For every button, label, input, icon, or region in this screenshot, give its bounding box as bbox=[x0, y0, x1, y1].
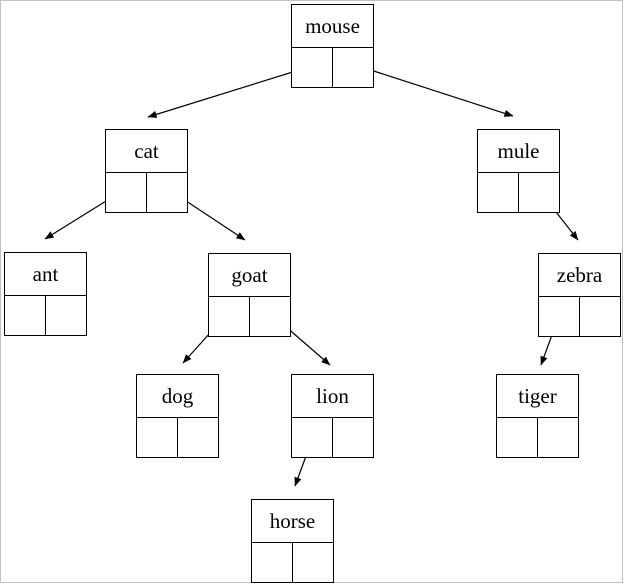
right-pointer-cell bbox=[147, 173, 188, 213]
node-cat: cat bbox=[105, 129, 188, 213]
node-label: lion bbox=[291, 374, 374, 418]
node-dog: dog bbox=[136, 374, 219, 458]
left-pointer-cell bbox=[105, 173, 147, 213]
pointer-cells bbox=[496, 418, 579, 458]
pointer-cells bbox=[251, 543, 334, 583]
node-label: tiger bbox=[496, 374, 579, 418]
node-label: cat bbox=[105, 129, 188, 173]
pointer-cells bbox=[4, 296, 87, 336]
right-pointer-cell bbox=[333, 418, 374, 458]
left-pointer-cell bbox=[477, 173, 519, 213]
node-mouse: mouse bbox=[291, 4, 374, 88]
node-label: mule bbox=[477, 129, 560, 173]
pointer-cells bbox=[477, 173, 560, 213]
pointer-cells bbox=[136, 418, 219, 458]
edge-mouse-right-to-mule bbox=[351, 63, 514, 117]
node-ant: ant bbox=[4, 252, 87, 336]
node-label: dog bbox=[136, 374, 219, 418]
right-pointer-cell bbox=[538, 418, 579, 458]
left-pointer-cell bbox=[291, 48, 333, 88]
right-pointer-cell bbox=[580, 297, 621, 337]
left-pointer-cell bbox=[496, 418, 538, 458]
right-pointer-cell bbox=[293, 543, 334, 583]
node-label: ant bbox=[4, 252, 87, 296]
pointer-cells bbox=[291, 48, 374, 88]
node-goat: goat bbox=[208, 253, 291, 337]
left-pointer-cell bbox=[4, 296, 46, 336]
left-pointer-cell bbox=[251, 543, 293, 583]
node-tiger: tiger bbox=[496, 374, 579, 458]
edge-mouse-left-to-cat bbox=[147, 65, 313, 118]
right-pointer-cell bbox=[333, 48, 374, 88]
pointer-cells bbox=[538, 297, 621, 337]
node-mule: mule bbox=[477, 129, 560, 213]
node-lion: lion bbox=[291, 374, 374, 458]
node-zebra: zebra bbox=[538, 253, 621, 337]
left-pointer-cell bbox=[208, 297, 250, 337]
pointer-cells bbox=[208, 297, 291, 337]
right-pointer-cell bbox=[519, 173, 560, 213]
right-pointer-cell bbox=[178, 418, 219, 458]
right-pointer-cell bbox=[250, 297, 291, 337]
pointer-cells bbox=[105, 173, 188, 213]
node-horse: horse bbox=[251, 499, 334, 583]
node-label: mouse bbox=[291, 4, 374, 48]
left-pointer-cell bbox=[136, 418, 178, 458]
node-label: horse bbox=[251, 499, 334, 543]
node-label: goat bbox=[208, 253, 291, 297]
left-pointer-cell bbox=[291, 418, 333, 458]
node-label: zebra bbox=[538, 253, 621, 297]
left-pointer-cell bbox=[538, 297, 580, 337]
right-pointer-cell bbox=[46, 296, 87, 336]
pointer-cells bbox=[291, 418, 374, 458]
